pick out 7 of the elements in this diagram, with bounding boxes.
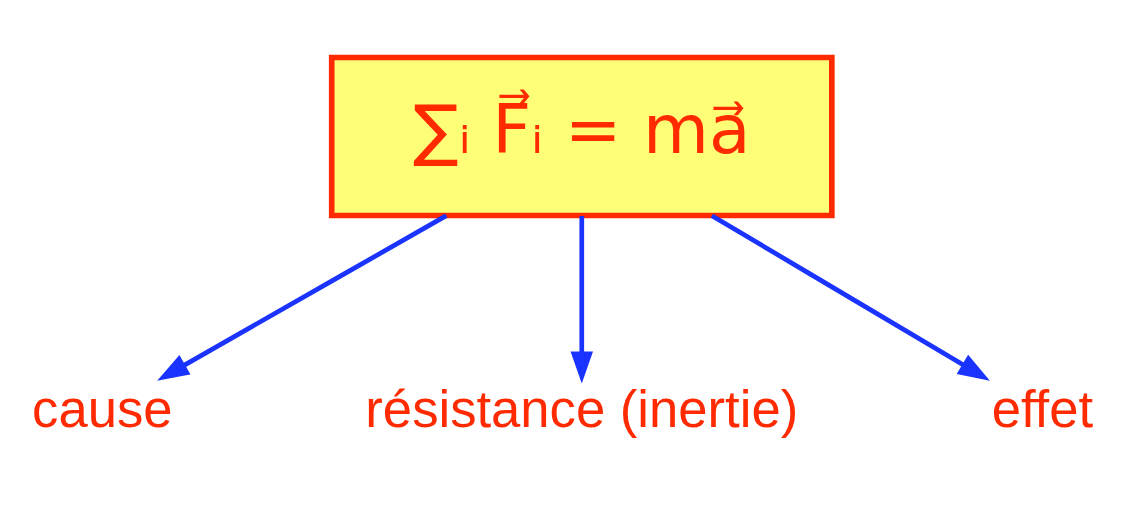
node-text: effet xyxy=(991,378,1094,438)
arrow xyxy=(570,215,593,384)
node-box: ∑ᵢ F⃗ᵢ = ma⃗ xyxy=(328,54,835,218)
node-text: résistance (inertie) xyxy=(365,378,799,438)
node-text: cause xyxy=(32,378,173,438)
arrow xyxy=(157,213,448,381)
arrow xyxy=(710,213,990,381)
